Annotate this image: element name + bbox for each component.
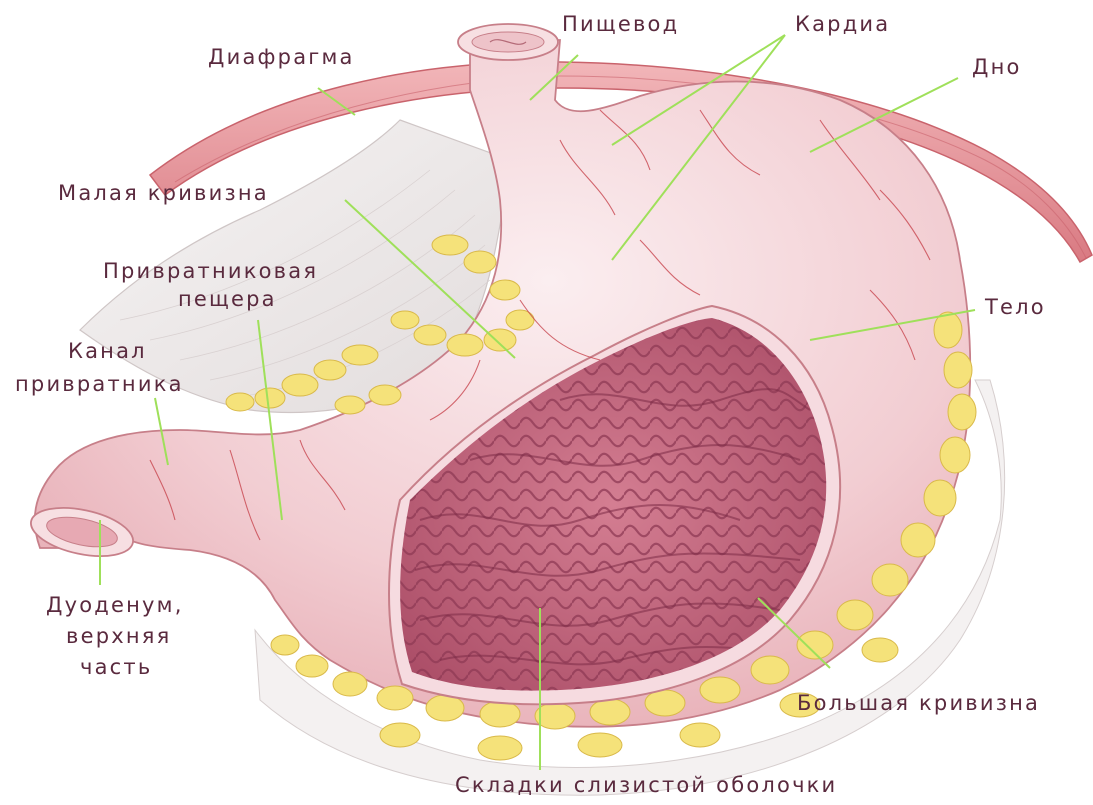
label-pyloric-antrum-line2: пещера [178, 287, 277, 311]
label-duodenum-line1: Дуоденум, [46, 593, 184, 617]
label-fundus: Дно [972, 55, 1022, 79]
label-duodenum-line2: верхняя [66, 624, 171, 648]
label-mucosal-folds: Складки слизистой оболочки [455, 773, 837, 797]
label-pyloric-canal-line1: Канал [68, 339, 147, 363]
label-pyloric-canal-line2: привратника [15, 372, 184, 396]
label-cardia: Кардиа [795, 12, 890, 36]
label-diaphragm: Диафрагма [208, 45, 355, 69]
label-greater-curvature: Большая кривизна [797, 691, 1040, 715]
label-pyloric-antrum-line1: Привратниковая [103, 259, 318, 283]
label-esophagus: Пищевод [562, 12, 679, 36]
label-lesser-curvature: Малая кривизна [58, 181, 269, 205]
label-body: Тело [984, 295, 1046, 319]
label-duodenum-line3: часть [80, 655, 152, 679]
